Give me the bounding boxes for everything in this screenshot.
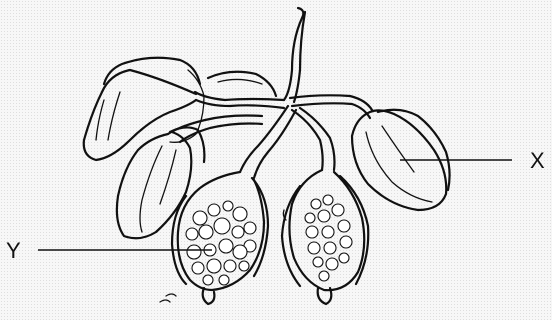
label-y: Y [6, 238, 21, 263]
right-seed-pod [282, 170, 368, 304]
right-pod-seeds [305, 195, 352, 281]
lower-left-husk [117, 127, 205, 238]
label-x-group: X [400, 148, 545, 173]
left-seed-pod-y [160, 172, 268, 304]
label-x: X [530, 148, 545, 173]
left-pod-seeds [186, 201, 256, 285]
top-center-husk [208, 72, 276, 96]
stem [168, 8, 372, 178]
